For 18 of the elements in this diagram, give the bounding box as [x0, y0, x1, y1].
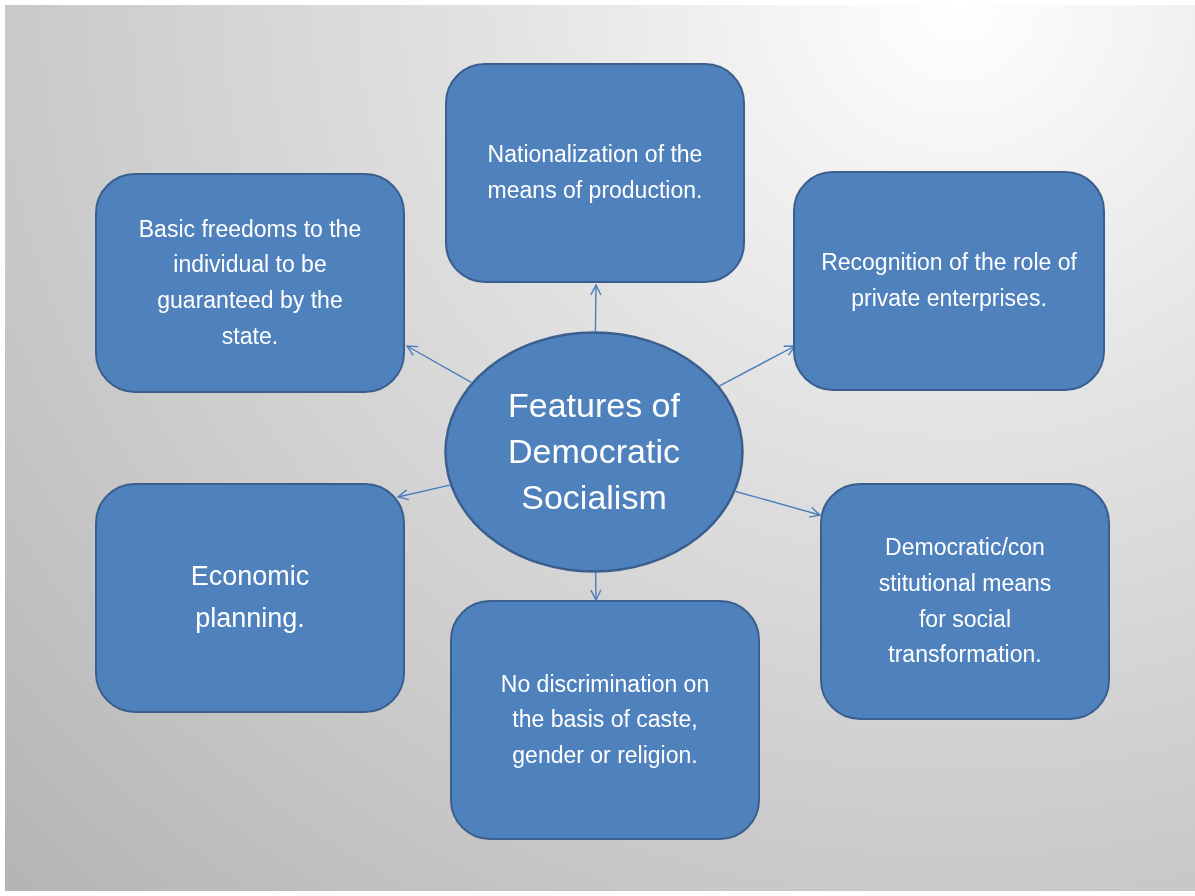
feature-box	[820, 483, 1110, 720]
feature-text: Economic planning.	[189, 560, 311, 635]
feature-text: Recognition of the role of private enterprises.	[821, 248, 1077, 313]
feature-box	[450, 600, 760, 840]
feature-text: Basic freedoms to the individual to be guaranteed by the state.	[137, 214, 363, 351]
feature-box	[95, 483, 405, 713]
arrow	[735, 490, 821, 518]
arrow	[590, 284, 602, 332]
feature-box	[95, 173, 405, 393]
feature-text: No discrimination on the basis of caste, gender or religion.	[499, 669, 711, 770]
feature-text: Democratic/con stitutional means for social transformation.	[877, 533, 1053, 670]
feature-text: Nationalization of the means of production.	[486, 140, 704, 205]
arrow	[590, 572, 602, 601]
arrow	[406, 345, 472, 384]
feature-box	[445, 63, 745, 283]
topic-title: Features of Democratic Socialism	[507, 385, 681, 518]
feature-box	[793, 171, 1105, 391]
arrow	[397, 484, 451, 501]
